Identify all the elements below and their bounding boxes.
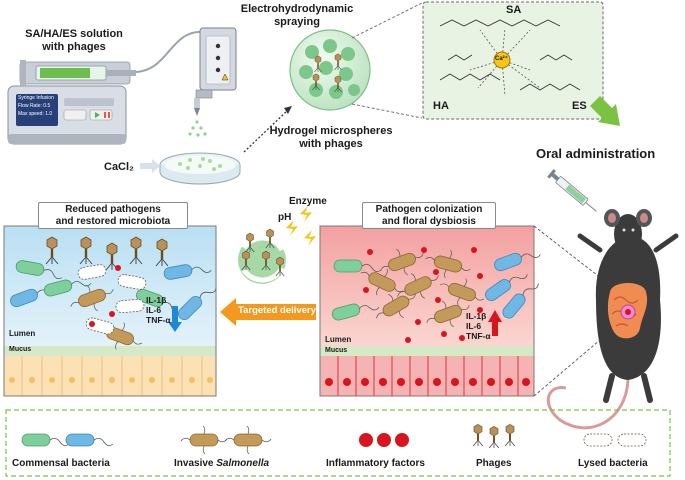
down-arrow-icon [168,306,182,332]
connector-bottom [533,339,601,397]
intestine-icon [607,283,648,339]
degradation-cycle-icon [238,228,286,284]
pump-screen-line-3: Max speed: 1.0 [18,111,53,117]
legend-invasive-label: Invasive Salmonella [174,458,269,470]
spray-nozzle-icon [194,27,237,116]
legend-lysed-label: Lysed bacteria [578,458,648,469]
legend-inflammatory-label: Inflammatory factors [326,458,425,469]
right-lumen-label: Lumen [325,335,352,344]
oral-administration-label: Oral administration [536,146,656,161]
connector-top [533,225,607,283]
solution-label: SA/HA/ES solution with phages [25,28,123,53]
calcium-ion-label: Ca²⁺ [495,56,508,62]
cacl2-label: CaCl₂ [104,161,134,173]
polymer-ha-label: HA [433,100,449,112]
legend-phages-label: Phages [476,458,512,469]
pump-screen-line-1: Syringe Infusion [18,95,54,101]
targeted-delivery-arrow [220,298,316,326]
legend-inflammatory-icon [359,433,373,447]
legend-invasive-italic: Salmonella [216,458,270,469]
pump-screen-line-2: Flow Rate: 0.5 [18,103,51,109]
targeted-delivery-label: Targeted delivery [238,305,316,316]
petri-dish-icon [159,152,241,185]
polymer-sa-label: SA [506,4,522,16]
left-cytokines-label: IL-1β IL-6 TNF-α [146,295,171,325]
legend-phage-icon [472,423,484,447]
right-cytokines-label: IL-1β IL-6 TNF-α [466,311,491,341]
legend-salmonella-icon-2 [224,425,272,455]
syringe-icon [547,169,597,212]
microspheres-label: Hydrogel microspheres with phages [269,125,393,150]
left-intestine-panel [3,225,218,397]
legend-lysed-icon [583,433,613,447]
left-panel-title: Reduced pathogens and restored microbiot… [38,202,188,229]
polymer-network-box [422,1,604,120]
right-panel-title: Pathogen colonization and floral dysbios… [362,202,496,229]
lightning-icon [286,206,316,246]
up-arrow-icon [488,310,502,336]
legend-commensal-label: Commensal bacteria [12,458,110,469]
left-mucus-label: Mucus [9,346,32,353]
cacl2-arrow [140,159,160,173]
right-intestine-panel [319,225,542,397]
legend-commensal-blue-icon [65,433,114,447]
legend-salmonella-icon [180,425,228,455]
syringe-pump-icon [7,60,136,145]
ph-label: pH [278,212,292,223]
enzyme-label: Enzyme [289,196,327,207]
tubing [135,30,207,73]
right-mucus-label: Mucus [325,347,348,354]
spraying-label: Electrohydrodynamic spraying [240,3,354,28]
spray-droplets [188,120,207,137]
zoom-line-top [351,2,423,39]
green-arrow [590,96,620,126]
polymer-es-label: ES [572,100,587,112]
mouse-icon [546,209,679,430]
legend-commensal-green-icon [21,433,70,447]
hydrogel-sphere-icon [289,29,371,111]
zoom-line-bottom [351,103,423,119]
legend-invasive-prefix: Invasive [174,458,217,469]
legend-box [5,409,671,477]
legend-symbols [21,423,647,455]
left-lumen-label: Lumen [9,329,36,338]
